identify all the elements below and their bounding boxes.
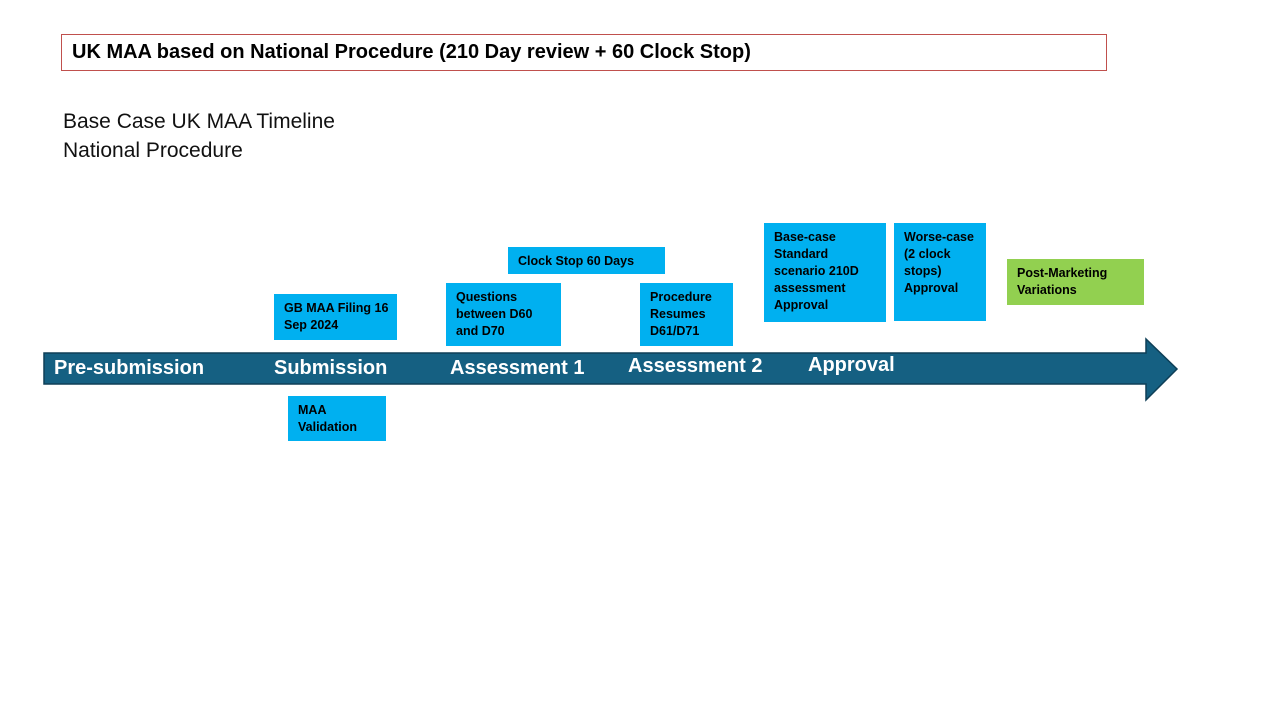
- post-marketing-box: Post-Marketing Variations: [1007, 259, 1144, 305]
- subtitle-line-1: Base Case UK MAA Timeline: [63, 110, 335, 133]
- questions-box: Questions between D60 and D70: [446, 283, 561, 346]
- maa-validation-box: MAA Validation: [288, 396, 386, 441]
- base-case-approval-box: Base-case Standard scenario 210D assessm…: [764, 223, 886, 322]
- page-title: UK MAA based on National Procedure (210 …: [61, 34, 1107, 71]
- phase-pre-submission: Pre-submission: [54, 357, 205, 379]
- subtitle-line-2: National Procedure: [63, 139, 243, 162]
- phase-assessment-2: Assessment 2: [628, 355, 763, 377]
- procedure-resumes-box: Procedure Resumes D61/D71: [640, 283, 733, 346]
- timeline-arrow: [43, 337, 1179, 402]
- worse-case-approval-box: Worse-case (2 clock stops) Approval: [894, 223, 986, 321]
- phase-assessment-1: Assessment 1: [450, 357, 585, 379]
- phase-submission: Submission: [274, 357, 388, 379]
- gb-maa-filing-box: GB MAA Filing 16 Sep 2024: [274, 294, 397, 340]
- phase-approval: Approval: [808, 354, 895, 376]
- clock-stop-box: Clock Stop 60 Days: [508, 247, 665, 274]
